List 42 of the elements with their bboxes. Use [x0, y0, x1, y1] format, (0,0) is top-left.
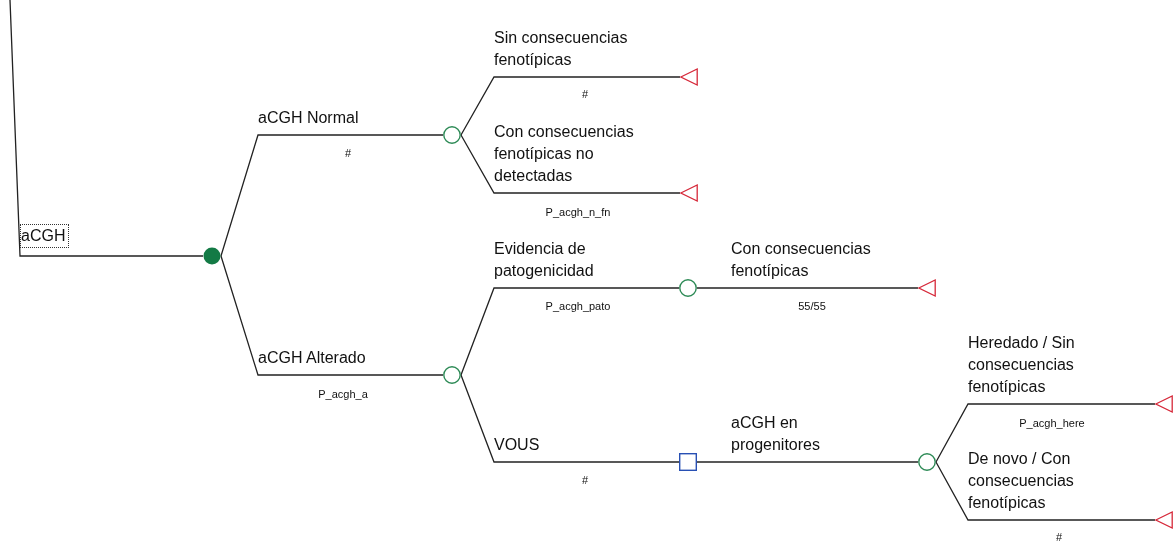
branch-label: Heredado / Sin consecuencias fenotípicas	[968, 333, 1076, 397]
probability-label: P_acgh_pato	[545, 300, 611, 313]
branch-line	[460, 134, 681, 194]
probability-label: #	[344, 147, 352, 160]
branch-line	[935, 403, 1156, 463]
branch-line	[935, 461, 1156, 521]
branch-line	[9, 0, 204, 257]
chance-node-circle	[443, 126, 461, 144]
branch-line	[460, 76, 681, 136]
terminal-node-triangle	[680, 68, 698, 86]
chance-node-circle	[918, 453, 936, 471]
branch-label: De novo / Con consecuencias fenotípicas	[968, 449, 1075, 513]
branch-line	[696, 287, 919, 289]
probability-label: P_acgh_here	[1019, 417, 1085, 430]
decision-node-square	[679, 453, 697, 471]
branch-label: aCGH en progenitores	[731, 413, 821, 455]
probability-label: P_acgh_n_fn	[545, 206, 611, 219]
terminal-node-triangle	[918, 279, 936, 297]
branch-line	[220, 255, 444, 376]
branch-label: aCGH Normal	[258, 108, 360, 128]
probability-label: #	[1055, 531, 1063, 544]
branch-line	[220, 134, 444, 257]
probability-label: 55/55	[798, 300, 826, 313]
chance-node-circle	[443, 366, 461, 384]
terminal-node-triangle	[1155, 511, 1173, 529]
chance-node-circle	[679, 279, 697, 297]
branch-label: aCGH	[20, 224, 70, 248]
probability-label: #	[581, 474, 589, 487]
branch-label: Con consecuencias fenotípicas no detectadas	[494, 122, 635, 186]
probability-label: P_acgh_a	[318, 388, 368, 401]
branch-label: aCGH Alterado	[258, 348, 367, 368]
terminal-node-triangle	[680, 184, 698, 202]
decision-root-dot	[203, 247, 221, 265]
branch-label: Con consecuencias fenotípicas	[731, 239, 872, 281]
terminal-node-triangle	[1155, 395, 1173, 413]
probability-label: #	[581, 88, 589, 101]
branch-label: VOUS	[494, 435, 541, 455]
branch-label: Evidencia de patogenicidad	[494, 239, 595, 281]
branch-line	[460, 374, 680, 463]
branch-label: Sin consecuencias fenotípicas	[494, 28, 629, 70]
branch-line	[696, 461, 919, 463]
branch-line	[460, 287, 680, 376]
